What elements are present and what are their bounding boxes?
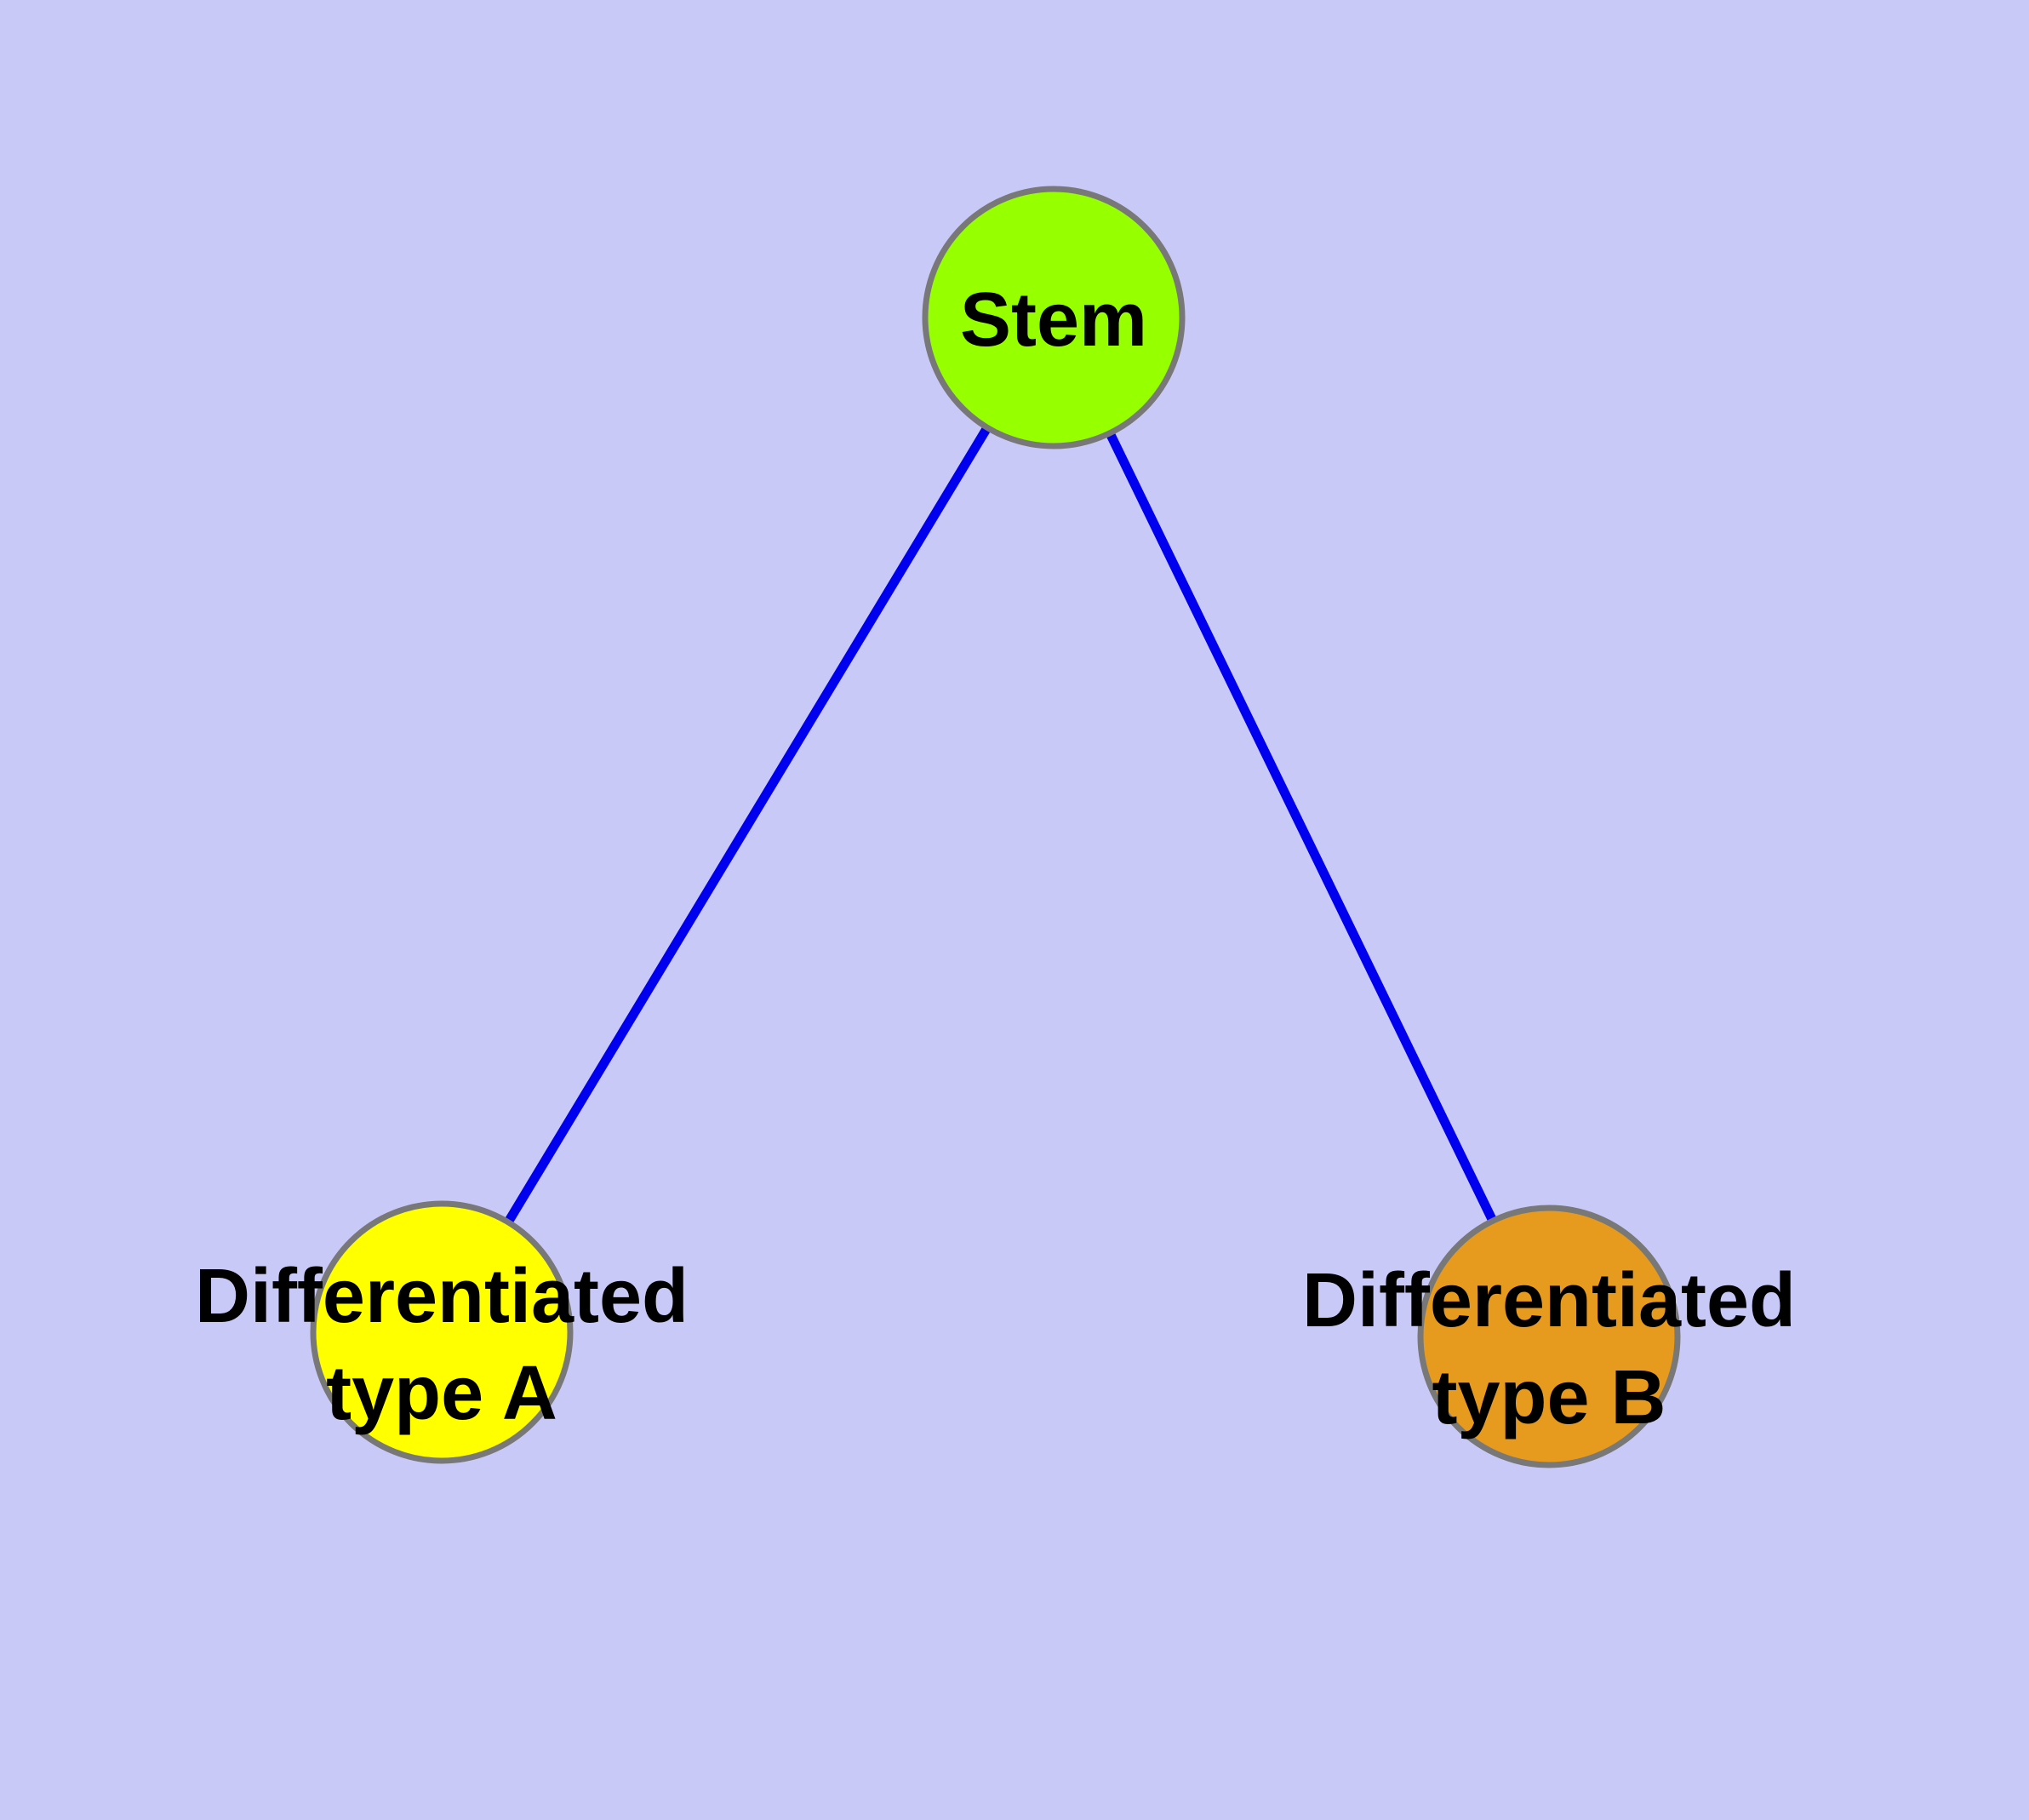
edge-stem-to-type-a [437, 315, 1058, 1335]
node-stem[interactable] [922, 186, 1186, 449]
node-differentiated-type-b[interactable] [1417, 1205, 1681, 1468]
edge-stem-to-type-b [1049, 315, 1553, 1339]
node-type-b-label-line2: type B [1432, 1355, 1666, 1440]
node-type-b-label-line1: Differentiated [1302, 1258, 1796, 1343]
node-type-a-label-line2: type A [326, 1351, 557, 1436]
node-type-a-label-line1: Differentiated [195, 1254, 689, 1339]
node-differentiated-type-a[interactable] [310, 1200, 574, 1464]
node-stem-label: Stem [960, 278, 1147, 363]
